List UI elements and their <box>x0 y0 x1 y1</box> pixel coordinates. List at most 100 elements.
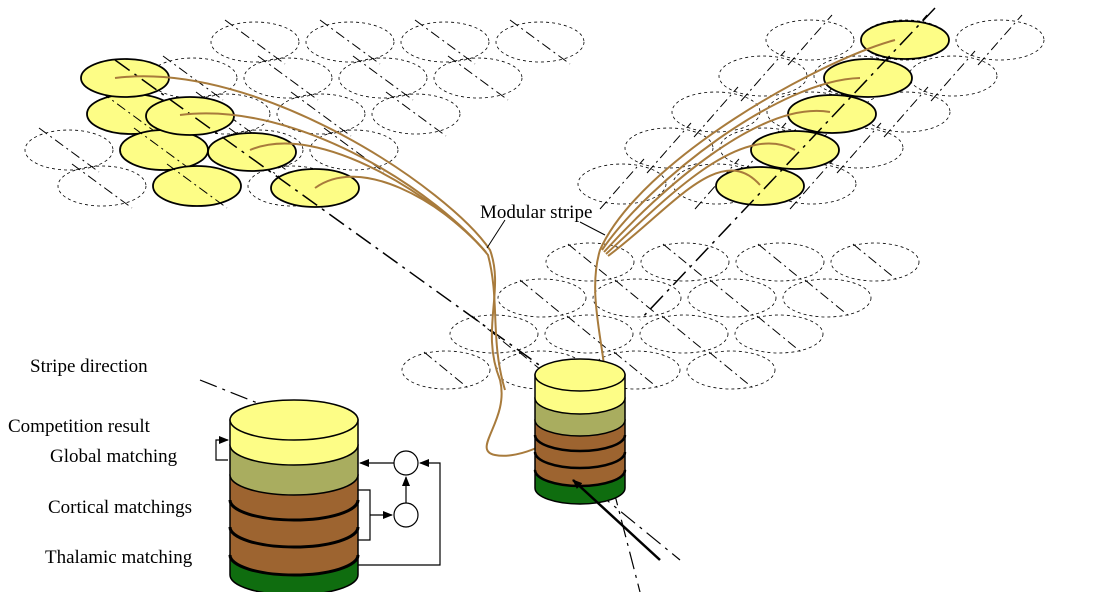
label-modular-stripe: Modular stripe <box>480 202 592 223</box>
global-sum-node <box>393 450 419 476</box>
module-axis <box>757 243 803 281</box>
module-ellipse <box>639 314 729 354</box>
active-module-ellipse <box>119 129 209 171</box>
module-ellipse <box>734 314 824 354</box>
module-axis <box>567 243 613 281</box>
module-ellipse <box>765 19 855 61</box>
fiber-right-4 <box>605 142 796 255</box>
stripe-axis-right-main <box>639 7 936 321</box>
fiber-right-5 <box>607 169 761 257</box>
bottom-cortical-grid <box>401 242 920 390</box>
module-ellipse <box>671 91 761 133</box>
fiber-left-1 <box>114 75 576 457</box>
active-module-ellipse <box>145 96 235 136</box>
module-axis <box>836 122 882 174</box>
module-axis <box>319 19 381 65</box>
module-axis <box>224 19 286 65</box>
fiber-left-4 <box>314 175 485 251</box>
module-axis <box>740 50 786 102</box>
module-axis <box>352 55 414 101</box>
module-axis <box>519 279 565 317</box>
module-ellipse <box>57 165 147 207</box>
module-axis <box>290 91 352 137</box>
module-axis <box>385 91 447 137</box>
modular-stripe-fibers <box>114 39 896 461</box>
module-ellipse <box>640 242 730 282</box>
module-axis <box>257 55 319 101</box>
module-ellipse <box>687 278 777 318</box>
cortical-sum-node <box>393 502 419 528</box>
module-axis <box>614 279 660 317</box>
label-stripe-direction: Stripe direction <box>30 356 148 377</box>
module-ellipse <box>309 129 399 171</box>
module-axis <box>646 122 692 174</box>
module-ellipse <box>497 278 587 318</box>
module-axis <box>977 14 1023 66</box>
module-axis <box>566 315 612 353</box>
stripe-pointer-right <box>579 221 606 236</box>
module-axis <box>708 351 754 389</box>
module-axis <box>930 50 976 102</box>
large-column-stack <box>228 399 360 592</box>
module-axis <box>756 315 802 353</box>
module-axis <box>471 315 517 353</box>
active-module-ellipse <box>207 132 297 172</box>
module-axis <box>661 315 707 353</box>
module-ellipse <box>955 19 1045 61</box>
input-arrow <box>572 479 661 561</box>
module-ellipse <box>908 55 998 97</box>
module-ellipse <box>433 57 523 99</box>
module-axis <box>694 158 740 210</box>
active-module-ellipse <box>715 166 805 206</box>
module-ellipse <box>718 55 808 97</box>
module-axis <box>423 351 469 389</box>
module-axis <box>613 351 659 389</box>
module-ellipse <box>545 242 635 282</box>
label-cortical-matchings: Cortical matchings <box>48 497 192 518</box>
label-competition-result: Competition result <box>8 416 151 437</box>
module-ellipse <box>276 93 366 135</box>
module-axis <box>789 158 835 210</box>
module-ellipse <box>338 57 428 99</box>
module-axis <box>71 163 133 209</box>
modular-stripe-pointer <box>486 219 506 249</box>
active-module-ellipse <box>152 165 242 207</box>
active-module-ellipse <box>80 58 170 98</box>
module-ellipse <box>495 21 585 63</box>
module-axis <box>883 86 929 138</box>
module-ellipse <box>400 21 490 63</box>
module-ellipse <box>449 314 539 354</box>
module-axis <box>599 158 645 210</box>
module-ellipse <box>210 21 300 63</box>
label-global-matching: Global matching <box>50 446 178 467</box>
active-module-ellipse <box>823 58 913 98</box>
module-ellipse <box>782 278 872 318</box>
left-cortical-grid <box>24 19 585 209</box>
module-ellipse <box>686 350 776 390</box>
module-ellipse <box>371 93 461 135</box>
module-ellipse <box>401 350 491 390</box>
active-module-ellipse <box>787 94 877 134</box>
module-axis <box>852 243 898 281</box>
module-ellipse <box>305 21 395 63</box>
right-cortical-grid <box>577 14 1045 210</box>
stripe-axis-bottom-2 <box>569 469 681 561</box>
module-axis <box>787 14 833 66</box>
module-ellipse <box>243 57 333 99</box>
module-ellipse <box>830 242 920 282</box>
matching-circuit <box>215 436 441 566</box>
module-axis <box>100 91 162 137</box>
module-ellipse <box>577 163 667 205</box>
module-axis <box>447 55 509 101</box>
module-axis <box>693 86 739 138</box>
module-axis <box>662 243 708 281</box>
module-ellipse <box>592 278 682 318</box>
module-axis <box>414 19 476 65</box>
module-axis <box>162 55 224 101</box>
module-axis <box>38 127 100 173</box>
fiber-right-3 <box>603 109 831 253</box>
fiber-right-2 <box>601 77 861 251</box>
module-axis <box>509 19 571 65</box>
module-ellipse <box>24 129 114 171</box>
